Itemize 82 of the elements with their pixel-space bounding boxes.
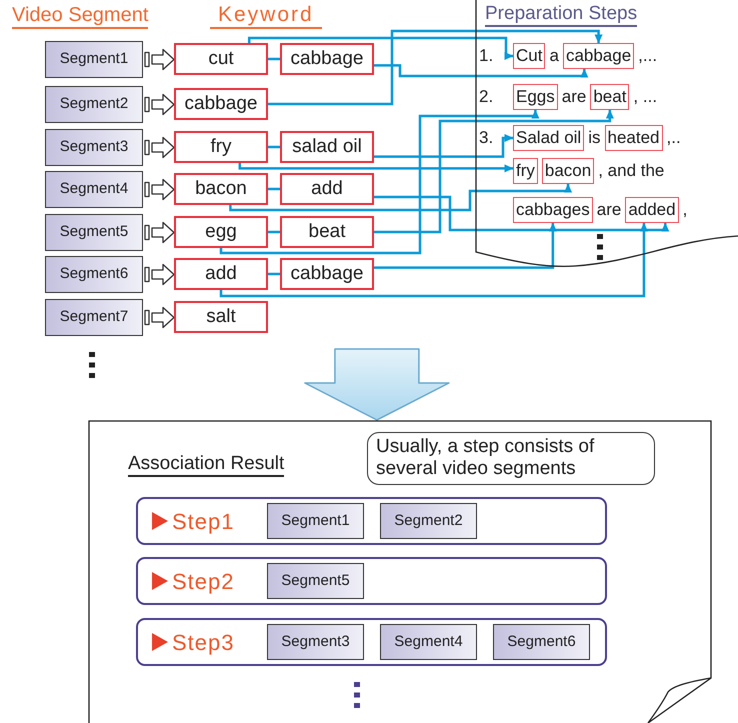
connector-arrow [374,134,514,158]
step-text: is [588,127,600,150]
segment-box: Segment1 [267,503,364,539]
keyword-box: salad oil [280,131,374,163]
step-text: ,.. [666,127,681,150]
connector-arrow [220,222,648,298]
highlighted-word: cabbages [513,197,593,223]
step-text: , and the [598,160,664,182]
block-arrow [144,306,175,328]
highlighted-word: Cut [513,43,546,69]
segment-box: Segment3 [267,624,364,660]
highlighted-word: Salad oil [513,125,584,151]
block-arrow [144,264,175,286]
connector-line [268,58,280,60]
keyword-box: cut [174,43,268,75]
step-row [136,618,607,666]
highlighted-word: Eggs [513,84,558,110]
block-arrow [144,178,175,200]
step-text: are [562,86,586,108]
step-row [136,497,607,545]
connector-arrow [238,163,514,172]
block-arrow [144,48,175,70]
step-text: ,... [638,45,658,68]
segment-box: Segment5 [267,563,364,599]
highlighted-word: bacon [542,158,594,184]
connector-arrow [374,110,614,234]
connector-arrow [374,64,588,78]
step-number: 2. [479,86,494,108]
step-text: , [682,199,688,222]
step-number: 1. [479,45,494,68]
section-heading: Association Result [128,452,284,477]
column-heading: Keyword [210,3,322,29]
connector-line [268,146,280,148]
step-number: 3. [479,127,494,150]
column-heading: Video Segment [12,3,148,29]
keyword-box: cabbage [174,88,268,120]
segment-box: Segment4 [380,624,477,660]
step-row [136,557,607,605]
segment-box: Segment7 [45,299,143,336]
highlighted-word: added [625,197,679,223]
connector-arrow [374,196,670,232]
keyword-box: add [174,258,268,290]
keyword-box: salt [174,301,268,333]
connector-line [268,188,280,190]
step-label: Step2 [172,568,236,596]
step-text: a [549,45,559,68]
step-label: Step3 [172,628,236,657]
connector-arrow [248,36,514,60]
highlighted-word: fry [513,158,538,184]
note-callout: Usually, a step consists of several video segments [367,432,655,485]
segment-box: Segment4 [45,171,143,208]
connector-line [268,272,280,276]
keyword-box: fry [174,131,268,163]
keyword-box: cabbage [280,43,374,75]
segment-box: Segment6 [493,624,590,660]
step-text: , ... [633,86,658,108]
segment-box: Segment5 [45,214,143,251]
segment-box: Segment3 [45,129,143,166]
block-arrow [144,94,175,116]
block-arrow [144,222,175,244]
step-text: are [596,199,622,222]
keyword-box: cabbage [280,258,374,290]
keyword-box: bacon [174,173,268,205]
section-heading: Preparation Steps [485,2,638,27]
segment-box: Segment2 [380,503,477,539]
connector-arrow [229,184,572,212]
connector-arrow [374,222,557,269]
block-arrow [304,348,450,421]
connector-line [268,230,280,234]
highlighted-word: beat [590,84,630,110]
segment-box: Segment6 [45,256,143,293]
highlighted-word: cabbage [562,43,634,69]
step-label: Step1 [172,508,236,536]
highlighted-word: heated [604,125,662,151]
keyword-box: beat [280,216,374,248]
segment-box: Segment1 [45,41,143,78]
block-arrow [144,136,175,158]
keyword-box: egg [174,216,268,248]
keyword-box: add [280,173,374,205]
connector-arrow [268,30,603,106]
segment-box: Segment2 [45,86,143,123]
connector-arrow [220,110,540,254]
